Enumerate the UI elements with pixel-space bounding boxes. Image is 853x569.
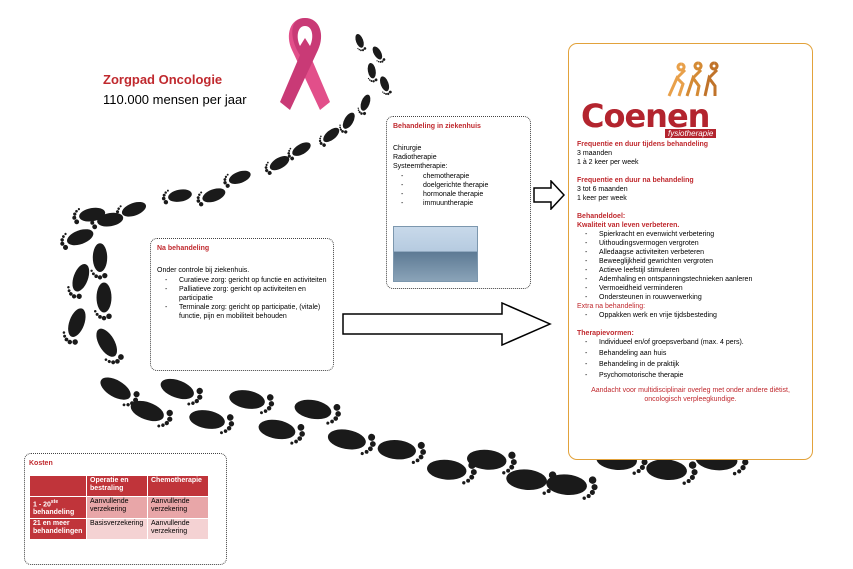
form-item: Psychomotorische therapie (577, 371, 804, 380)
footprint-icon (187, 407, 236, 437)
footprint-icon (545, 472, 599, 501)
hospital-building-image (393, 226, 478, 282)
footprint-icon (256, 416, 307, 447)
table-header-cell: Operatie en bestraling (87, 476, 147, 496)
footprint-icon (315, 123, 342, 149)
table-row: Operatie en bestraling Chemotherapie (30, 476, 208, 496)
footprint-icon (160, 185, 193, 205)
goal-subheading: Kwaliteit van leven verbeteren. (577, 222, 680, 229)
freq-after-heading: Frequentie en duur na behandeling (577, 177, 694, 184)
footprint-icon (369, 44, 387, 65)
table-row-label: 21 en meer behandelingen (30, 519, 86, 540)
footprint-icon (261, 151, 292, 177)
hospital-item: Chirurgie (393, 145, 422, 152)
footprint-icon (645, 457, 699, 486)
costs-table: Operatie en bestraling Chemotherapie 1 -… (29, 475, 209, 540)
footprint-icon (89, 325, 126, 369)
footprint-icon (376, 438, 427, 466)
footprint-icon (220, 166, 253, 189)
therapy-item: immuuntherapie (393, 199, 524, 208)
coenen-logo-text: Coenen (581, 97, 710, 135)
hospital-heading: Behandeling in ziekenhuis (393, 123, 481, 130)
table-cell: Basisverzekering (87, 519, 147, 540)
table-row: 21 en meer behandelingen Basisverzekerin… (30, 519, 208, 540)
small-arrow-icon (533, 180, 565, 210)
costs-heading: Kosten (29, 460, 53, 467)
goal-item: Ondersteunen in rouwverwerking (577, 293, 804, 302)
page-subtitle: 110.000 mensen per jaar (103, 92, 247, 107)
freq-during-line: 3 maanden (577, 150, 613, 157)
freq-during-line: 1 à 2 keer per week (577, 159, 639, 166)
goal-item: Vermoeidheid verminderen (577, 284, 804, 293)
table-header-cell: Chemotherapie (148, 476, 208, 496)
footprint-icon (292, 396, 343, 427)
after-treatment-box: Na behandeling Onder controle bij zieken… (150, 238, 334, 371)
care-item: Palliatieve zorg: gericht op activiteite… (157, 285, 327, 303)
footprint-icon (64, 260, 93, 301)
footprint-icon (156, 374, 206, 409)
extra-item: Oppakken werk en vrije tijdsbesteding (577, 311, 804, 320)
form-item: Behandeling in de praktijk (577, 360, 804, 369)
care-item: Terminale zorg: gericht op participatie,… (157, 303, 327, 321)
freq-after-line: 3 tot 6 maanden (577, 186, 628, 193)
runners-icon (667, 61, 719, 97)
therapy-item: doelgerichte therapie (393, 181, 524, 190)
care-item: Curatieve zorg: gericht op functie en ac… (157, 276, 327, 285)
forms-heading: Therapievormen: (577, 330, 634, 337)
freq-during-heading: Frequentie en duur tijdens behandeling (577, 141, 709, 148)
coenen-logo-subtitle: fysiotherapie (665, 129, 717, 138)
hospital-item: Systeemtherapie: (393, 163, 448, 170)
hospital-treatment-box: Behandeling in ziekenhuis Chirurgie Radi… (386, 116, 531, 289)
goal-item: Spierkracht en evenwicht verbetering (577, 230, 804, 239)
footprint-icon (94, 282, 112, 321)
therapy-item: hormonale therapie (393, 190, 524, 199)
footprint-icon (352, 32, 367, 53)
coenen-physio-box: Coenen fysiotherapie Frequentie en duur … (568, 43, 813, 460)
form-item: Behandeling aan huis (577, 349, 804, 358)
table-cell: Aanvullende verzekering (87, 497, 147, 519)
freq-after-line: 1 keer per week (577, 195, 627, 202)
extra-heading: Extra na behandeling: (577, 303, 646, 310)
table-cell: Aanvullende verzekering (148, 497, 208, 519)
footprint-icon (377, 75, 393, 97)
coenen-logo: Coenen fysiotherapie (577, 50, 804, 140)
goal-item: Uithoudingsvermogen vergroten (577, 239, 804, 248)
large-arrow-icon (342, 302, 552, 346)
therapy-item: chemotherapie (393, 172, 524, 181)
form-item: Individueel en/of groepsverband (max. 4 … (577, 338, 804, 347)
footprint-icon (193, 183, 228, 208)
footprint-icon (365, 62, 378, 84)
goal-heading: Behandeldoel: (577, 213, 626, 220)
pink-ribbon-icon (280, 18, 330, 110)
goal-item: Ademhaling en ontspanningstechnieken aan… (577, 275, 804, 284)
footprint-icon (90, 243, 108, 280)
page-title: Zorgpad Oncologie (103, 72, 223, 87)
footprint-icon (227, 387, 276, 417)
table-header-cell (30, 476, 86, 496)
footprint-icon (59, 305, 90, 347)
costs-box: Kosten Operatie en bestraling Chemothera… (24, 453, 227, 565)
hospital-item: Radiotherapie (393, 154, 437, 161)
after-intro: Onder controle bij ziekenhuis. (157, 267, 250, 274)
footprint-icon (355, 92, 373, 117)
after-heading: Na behandeling (157, 245, 210, 252)
table-cell: Aanvullende verzekering (148, 519, 208, 540)
goal-item: Actieve leefstijl stimuleren (577, 266, 804, 275)
goal-item: Alledaagse activiteiten verbeteren (577, 248, 804, 257)
footprint-icon (57, 223, 96, 252)
multidisciplinary-note: Aandacht voor multidisciplinair overleg … (591, 387, 790, 403)
goal-item: Beweeglijkheid gewrichten vergroten (577, 257, 804, 266)
footprint-icon (325, 426, 378, 458)
